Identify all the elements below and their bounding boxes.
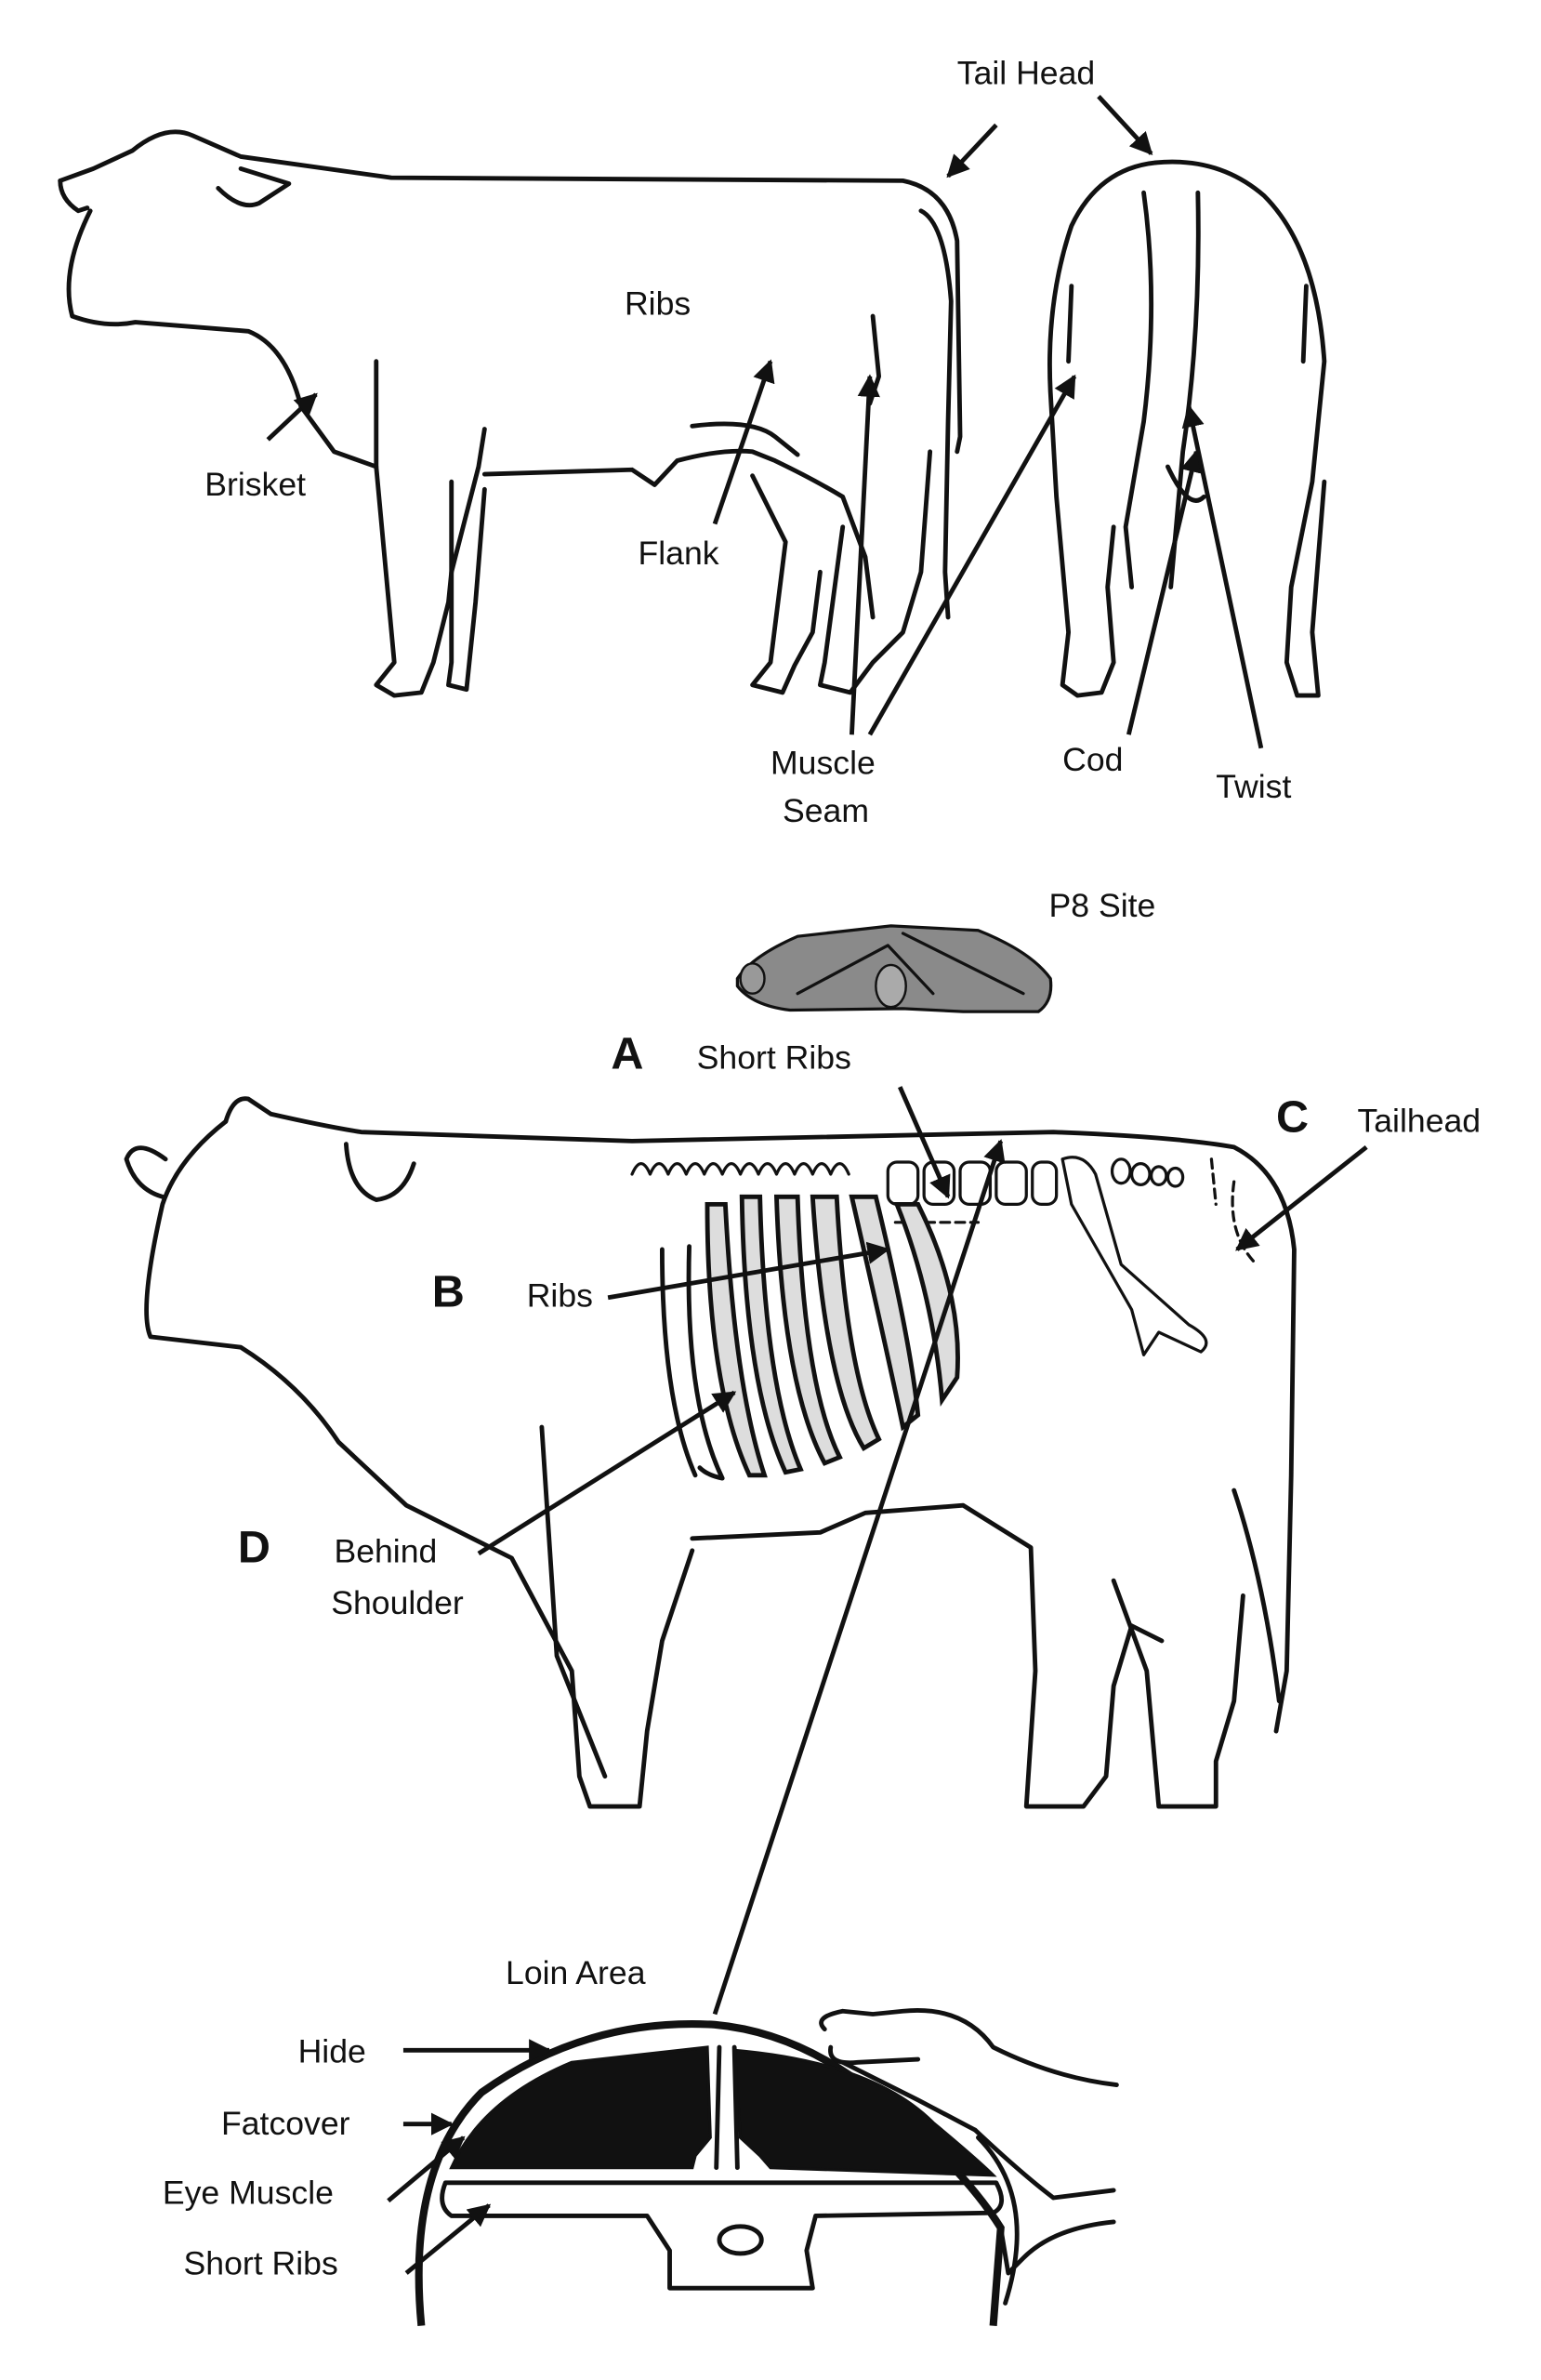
hand-illustration xyxy=(819,2008,1119,2276)
label-fatcover: Fatcover xyxy=(221,2105,350,2142)
label-muscle-seam-line2: Seam xyxy=(783,792,869,829)
label-eye-muscle: Eye Muscle xyxy=(163,2174,334,2211)
label-tailhead: Tailhead xyxy=(1357,1103,1481,1140)
spine-vertebrae xyxy=(630,1156,1258,1356)
marker-a: A xyxy=(611,1029,643,1079)
p8-site-cross-section-illustration xyxy=(735,924,1053,1013)
label-tail-head: Tail Head xyxy=(957,55,1095,92)
cow-skeleton-view-outline xyxy=(124,1096,1297,1809)
label-p8-site: P8 Site xyxy=(1049,887,1156,924)
marker-d: D xyxy=(238,1523,270,1573)
label-brisket: Brisket xyxy=(204,466,306,503)
cow-side-view-outline xyxy=(58,129,963,698)
cow-rear-view-outline xyxy=(1047,159,1327,698)
bottom-annotation-arrows xyxy=(387,2039,552,2275)
marker-c: C xyxy=(1276,1092,1309,1143)
label-twist: Twist xyxy=(1216,768,1291,805)
rib-cage xyxy=(659,1194,960,1481)
top-annotation-arrows xyxy=(266,95,1264,749)
label-loin-area: Loin Area xyxy=(506,1954,646,1991)
label-flank: Flank xyxy=(639,535,719,572)
label-short-ribs-middle: Short Ribs xyxy=(697,1039,851,1077)
label-behind-shoulder-line1: Behind xyxy=(334,1533,437,1570)
marker-b: B xyxy=(432,1266,465,1316)
label-ribs-top: Ribs xyxy=(625,284,691,322)
label-muscle-seam-line1: Muscle xyxy=(770,744,876,781)
label-behind-shoulder-line2: Shoulder xyxy=(331,1584,464,1621)
label-ribs-middle: Ribs xyxy=(527,1276,593,1314)
label-short-ribs-bottom: Short Ribs xyxy=(184,2245,338,2282)
middle-annotation-arrows xyxy=(477,1086,1368,2016)
loin-cross-section xyxy=(415,2020,1020,2327)
label-cod: Cod xyxy=(1062,741,1123,778)
label-hide: Hide xyxy=(298,2032,366,2069)
